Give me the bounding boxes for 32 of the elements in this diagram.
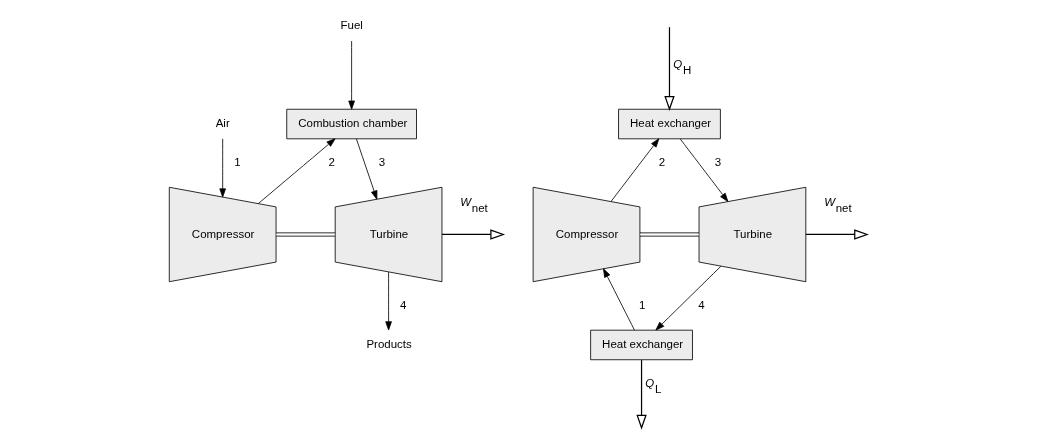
- arrow: [348, 40, 355, 110]
- edge-label: 1: [639, 299, 646, 312]
- arrow: [805, 229, 869, 240]
- node-box: Heat exchanger: [618, 108, 721, 140]
- edge-label: 4: [400, 299, 407, 312]
- edge-label: 4: [698, 299, 705, 312]
- arrow: [355, 138, 378, 200]
- arrow: [679, 138, 729, 202]
- node-text: Air: [215, 117, 230, 130]
- connector: [275, 232, 336, 237]
- node-text: Fuel: [340, 19, 363, 32]
- node-box: Turbine: [698, 186, 807, 283]
- arrow: [441, 229, 506, 240]
- arrow: [664, 26, 675, 111]
- arrow: [385, 271, 392, 331]
- node-box: Turbine: [334, 186, 443, 283]
- connector: [639, 232, 700, 237]
- arrow: [655, 265, 722, 331]
- edge-label: 3: [714, 156, 722, 169]
- arrow: [258, 138, 336, 204]
- edge-label: 2: [658, 156, 666, 169]
- node-box: Combustion chamber: [286, 108, 417, 140]
- node-box: Compressor: [532, 186, 641, 283]
- edge-label: 1: [234, 156, 241, 169]
- arrow: [636, 359, 647, 430]
- node-box: Heat exchanger: [590, 329, 693, 361]
- arrow: [219, 138, 226, 198]
- edge-label: 3: [378, 156, 386, 169]
- arrow: [610, 138, 660, 202]
- arrow: [603, 268, 635, 331]
- edge-label: 2: [328, 156, 336, 169]
- node-text: Products: [366, 338, 412, 350]
